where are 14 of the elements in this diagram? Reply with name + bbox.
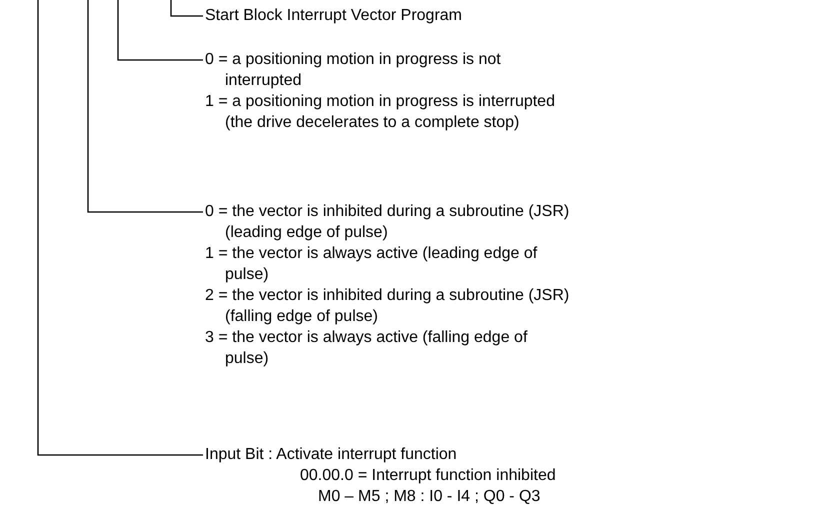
leader-line [87,0,203,213]
description-text: M0 – M5 ; M8 : I0 - I4 ; Q0 - Q3 [317,487,542,507]
description-text: Input Bit : Activate interrupt function [205,445,458,465]
description-text: 0 = a positioning motion in progress is not interrupted [205,50,502,91]
description-text: 1 = a positioning motion in progress is interrupted (the drive decelerates to a complete stop) [205,92,556,133]
description-text: 2 = the vector is inhibited during a subroutine (JSR) (falling edge of pulse) [205,286,570,327]
leader-line [170,0,203,17]
description-text: Start Block Interrupt Vector Program [205,6,463,26]
description-text: 0 = the vector is inhibited during a subroutine (JSR) (leading edge of pulse) [205,202,570,243]
description-text: 1 = the vector is always active (leading edge of pulse) [205,244,538,285]
description-text: 00.00.0 = Interrupt function inhibited [299,466,557,486]
leader-line [117,0,203,61]
leader-line [37,0,203,456]
description-text: 3 = the vector is always active (falling edge of pulse) [205,328,528,369]
